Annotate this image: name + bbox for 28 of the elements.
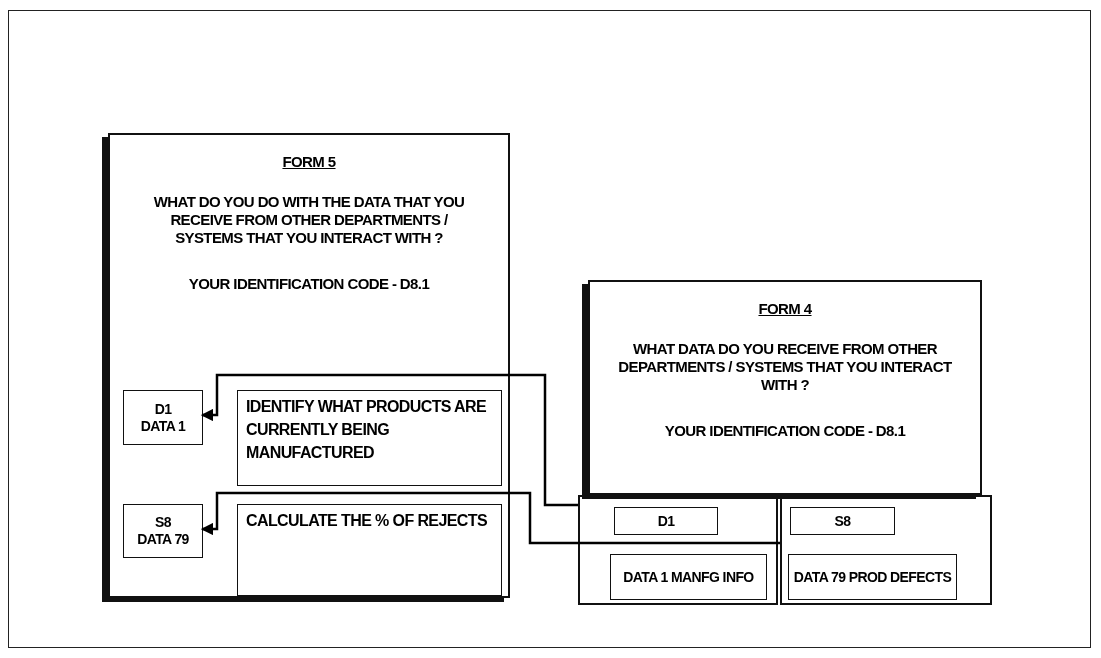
action-box — [237, 504, 502, 596]
question-text: WHAT DATA DO YOU RECEIVE FROM OTHER DEPARTMENTS / SYSTEMS THAT YOU INTERACT WITH ? — [617, 340, 953, 394]
form-heading: FORM 5 — [282, 153, 336, 171]
box-text: DATA 1 — [140, 417, 186, 435]
arrow — [200, 373, 578, 507]
form-heading: FORM 4 — [758, 300, 812, 318]
code-box — [788, 554, 957, 600]
box-text: CALCULATE THE % OF REJECTS — [246, 511, 487, 531]
code-box — [123, 390, 203, 445]
data-column-box — [780, 495, 992, 605]
code-box — [614, 507, 718, 535]
question-text: WHAT DO YOU DO WITH THE DATA THAT YOU RECEIVE FROM OTHER DEPARTMENTS / SYSTEMS THAT YOU INTERACT WITH ? — [152, 193, 466, 247]
action-box — [237, 390, 502, 486]
data-column-box — [578, 495, 778, 605]
code-box — [123, 504, 203, 558]
box-text: DATA 79 PROD DEFECTS — [793, 568, 952, 586]
identification-code: YOUR IDENTIFICATION CODE - D8.1 — [188, 275, 430, 293]
box-text: DATA 79 — [137, 531, 189, 548]
arrow — [200, 491, 780, 545]
box-text: D1 — [154, 400, 172, 418]
box-text: IDENTIFY WHAT PRODUCTS ARE CURRENTLY BEING MANUFACTURED — [246, 397, 488, 464]
box-text: D1 — [657, 512, 675, 530]
box-text: S8 — [834, 512, 851, 530]
identification-code: YOUR IDENTIFICATION CODE - D8.1 — [664, 422, 906, 440]
box-text: S8 — [155, 514, 171, 531]
box-text: DATA 1 MANFG INFO — [623, 568, 754, 586]
code-box — [790, 507, 895, 535]
code-box — [610, 554, 767, 600]
